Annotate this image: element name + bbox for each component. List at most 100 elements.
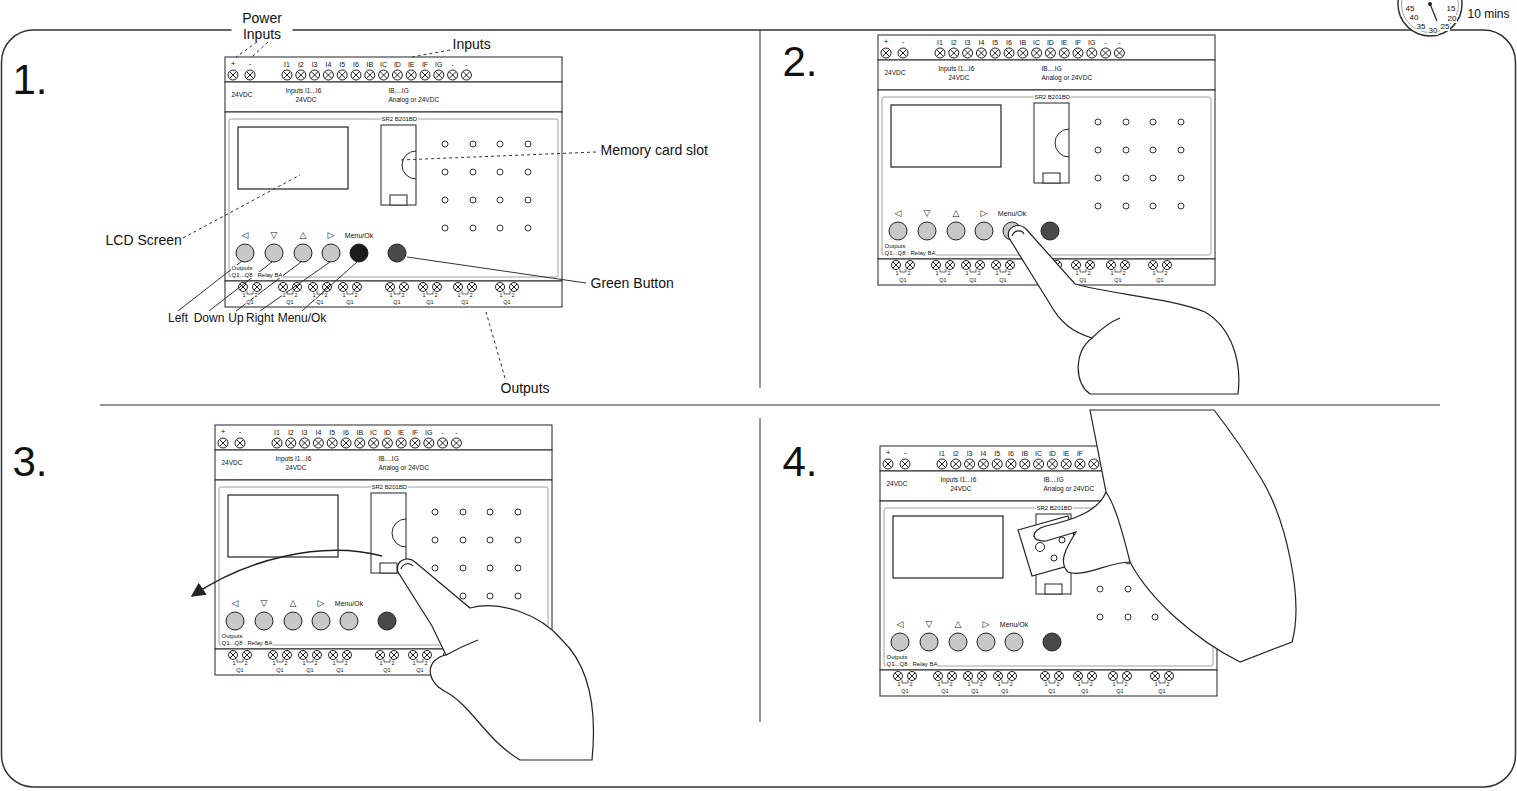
terminal-cross: [1110, 673, 1116, 679]
terminal-screw: [976, 48, 986, 58]
terminal-ring: [1034, 459, 1044, 469]
label-band: [225, 82, 562, 112]
terminal-screw: [323, 283, 332, 292]
terminal-screw: [1114, 48, 1124, 58]
hand: [1008, 226, 1239, 394]
device-label: 1: [1154, 682, 1158, 688]
relay-symbol: [337, 659, 343, 662]
device-label: I6: [1008, 450, 1015, 457]
indicator-dot: [470, 197, 476, 203]
step-number: 2.: [782, 41, 818, 83]
terminal-cross: [511, 284, 517, 290]
terminal-screw: [934, 672, 943, 681]
terminal-cross: [284, 72, 291, 79]
device-label: Q1: [939, 278, 947, 284]
push-button: [947, 222, 965, 240]
terminal-ring: [341, 438, 351, 448]
terminal-cross: [434, 284, 440, 290]
terminal-screw: [379, 70, 389, 80]
terminal-screw: [976, 261, 985, 270]
lcd-screen: [238, 127, 348, 189]
device-label: I2: [950, 39, 957, 46]
label-band: [878, 60, 1215, 90]
device-label: -: [903, 449, 907, 457]
terminal-screw: [299, 651, 308, 660]
device-label: +: [230, 60, 236, 68]
terminal-screw: [229, 651, 238, 660]
terminal-screw: [369, 438, 379, 448]
divider: [760, 418, 761, 722]
button-label: Right: [245, 312, 274, 324]
device-label: I6: [343, 429, 350, 436]
front-panel: [229, 119, 558, 277]
terminal-screw: [409, 651, 418, 660]
device-label: I3: [964, 39, 971, 46]
device-label: 2: [324, 293, 328, 299]
motion-arrow: [192, 550, 382, 596]
indicator-dot: [1150, 119, 1156, 125]
terminal-cross: [907, 262, 913, 268]
plc-module: +-I1I2I3I4I5I6IBICIDIEIFIG--24VDCInputs …: [225, 55, 562, 307]
terminal-screw: [1088, 672, 1097, 681]
terminal-ring: [1086, 261, 1095, 270]
terminal-cross: [422, 72, 429, 79]
terminal-ring: [392, 70, 402, 80]
terminal-ring: [1072, 261, 1081, 270]
indicator-dot: [1152, 614, 1158, 620]
memory-card-mark: [1036, 543, 1045, 552]
terminal-screw: [423, 651, 432, 660]
device-label: Q1: [1081, 689, 1089, 695]
terminal-ring: [949, 48, 959, 58]
terminal-screw: [341, 438, 351, 448]
push-button: [255, 612, 273, 630]
terminal-screw: [964, 672, 973, 681]
terminal-cross: [979, 673, 985, 679]
hand: [398, 559, 594, 760]
terminal-screw: [424, 438, 434, 448]
terminal-screw: [994, 672, 1003, 681]
device-label: 1: [332, 661, 336, 667]
terminal-ring: [424, 438, 434, 448]
device-label: 1: [1075, 271, 1079, 277]
push-button: [350, 244, 368, 262]
dial-number: 40: [1409, 14, 1419, 22]
terminal-screw: [978, 459, 988, 469]
terminal-cross: [1063, 461, 1070, 468]
terminal-ring: [400, 283, 409, 292]
terminal-ring: [1018, 48, 1028, 58]
terminal-screw: [1004, 48, 1014, 58]
terminal-cross: [330, 652, 336, 658]
terminal-screw: [962, 261, 971, 270]
terminal-ring: [1020, 459, 1030, 469]
stopwatch-pivot: [1428, 2, 1432, 6]
relay-symbol: [1159, 680, 1165, 683]
indicator-dot: [525, 141, 531, 147]
relay-symbol: [900, 269, 906, 272]
terminal-screw: [351, 70, 361, 80]
terminal-screw: [1074, 672, 1083, 681]
device-label: △: [299, 231, 307, 240]
green-button: [388, 244, 406, 262]
leader-line: [183, 175, 300, 238]
device-label: 1: [895, 271, 899, 277]
terminal-ring: [1121, 261, 1130, 270]
terminal-screw: [1020, 459, 1030, 469]
step-number: 1.: [12, 59, 48, 101]
terminal-cross: [449, 72, 456, 79]
terminal-ring: [1114, 48, 1124, 58]
device-label: -: [238, 428, 242, 436]
terminal-cross: [1035, 461, 1042, 468]
device-label: I3: [311, 61, 318, 68]
terminal-cross: [1087, 262, 1093, 268]
terminal-ring: [906, 261, 915, 270]
terminal-ring: [286, 438, 296, 448]
slot-notch: [390, 195, 407, 205]
terminal-ring: [932, 261, 941, 270]
terminal-cross: [408, 72, 415, 79]
terminal-ring: [229, 651, 238, 660]
terminal-block: [225, 281, 562, 307]
device-label: 2: [1124, 682, 1128, 688]
terminal-cross: [1006, 50, 1013, 57]
indicator-dot: [497, 169, 503, 175]
terminal-screw: [1075, 459, 1085, 469]
